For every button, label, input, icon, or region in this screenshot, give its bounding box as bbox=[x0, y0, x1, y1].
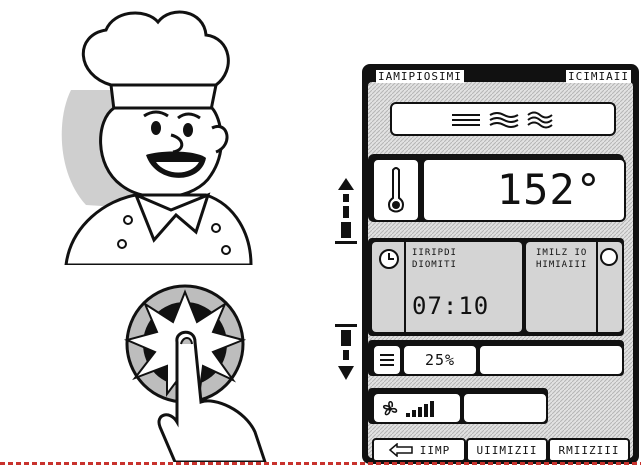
arrow-down-icon[interactable] bbox=[333, 322, 359, 382]
signal-bars-icon bbox=[406, 401, 434, 417]
timer-mode-panel: IMILZ IO HIMIAIII bbox=[526, 242, 622, 332]
heat-wave-icon bbox=[450, 110, 560, 130]
temperature-display: 152° bbox=[422, 158, 626, 222]
fan-button[interactable] bbox=[372, 392, 462, 424]
panel-header-left: IAMIPIOSIMI bbox=[376, 70, 464, 83]
temperature-value: 152° bbox=[497, 169, 602, 211]
thermometer-button[interactable] bbox=[372, 158, 420, 222]
level-menu-button[interactable] bbox=[372, 344, 402, 376]
timer-mode-toggle[interactable] bbox=[600, 248, 618, 266]
timer-label-left: IIRIPDI DIOMITI bbox=[412, 248, 457, 271]
level-display: 25% bbox=[402, 344, 478, 376]
heat-mode-display[interactable] bbox=[390, 102, 616, 136]
panel-header-right: ICIMIAII bbox=[566, 70, 631, 83]
timer-panel: IIRIPDI DIOMITI 07:10 bbox=[372, 242, 522, 332]
arrow-up-icon[interactable] bbox=[333, 176, 359, 246]
timer-value: 07:10 bbox=[412, 292, 489, 320]
list-icon bbox=[379, 352, 395, 368]
chef-illustration bbox=[36, 0, 276, 265]
back-arrow-icon bbox=[388, 443, 414, 457]
control-panel: IAMIPIOSIMI ICIMIAII 152° IIRIPDI DIOMIT… bbox=[360, 62, 641, 466]
back-button-label: IIMP bbox=[420, 444, 451, 457]
timer-label-right: IMILZ IO HIMIAIII bbox=[536, 248, 587, 271]
pressing-finger-icon bbox=[115, 282, 280, 462]
back-button[interactable]: IIMP bbox=[372, 438, 466, 462]
fan-icon bbox=[384, 402, 397, 415]
dashed-border bbox=[0, 462, 641, 465]
thermometer-icon bbox=[386, 166, 406, 214]
middle-button[interactable]: UIIMIZII bbox=[466, 438, 548, 462]
fan-display bbox=[462, 392, 548, 424]
level-value: 25% bbox=[425, 351, 455, 369]
clock-icon bbox=[378, 248, 400, 270]
right-button-label: RMIIZIII bbox=[559, 444, 620, 457]
level-bar bbox=[478, 344, 624, 376]
right-button[interactable]: RMIIZIII bbox=[548, 438, 630, 462]
middle-button-label: UIIMIZII bbox=[477, 444, 538, 457]
